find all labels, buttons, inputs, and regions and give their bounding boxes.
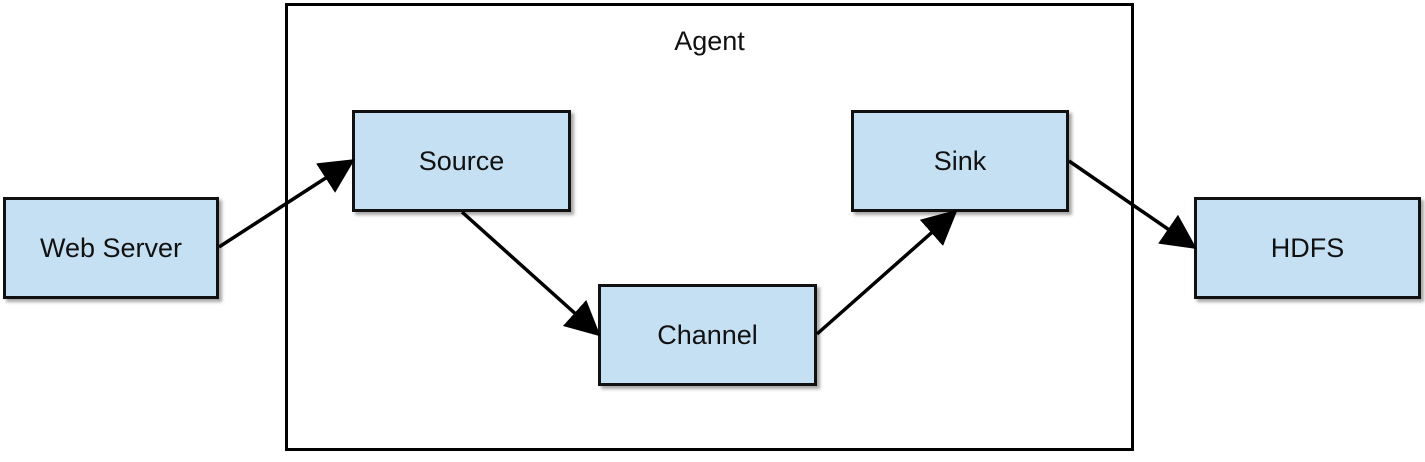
web-server-label: Web Server bbox=[39, 232, 183, 263]
edge-channel-to-sink-arrow bbox=[815, 209, 958, 336]
hdfs-label: HDFS bbox=[1270, 232, 1345, 263]
agent-label: Agent bbox=[674, 26, 745, 56]
source-label: Source bbox=[418, 145, 505, 176]
edge-web-to-source-arrow bbox=[218, 159, 355, 249]
edge-source-to-channel-arrow bbox=[460, 210, 601, 337]
channel-label: Channel bbox=[657, 319, 758, 350]
source-node: Source bbox=[352, 110, 571, 212]
sink-node: Sink bbox=[851, 110, 1069, 212]
web-server-node: Web Server bbox=[3, 197, 219, 299]
edge-sink-to-hdfs-arrow bbox=[1068, 159, 1197, 249]
sink-label: Sink bbox=[933, 145, 987, 176]
